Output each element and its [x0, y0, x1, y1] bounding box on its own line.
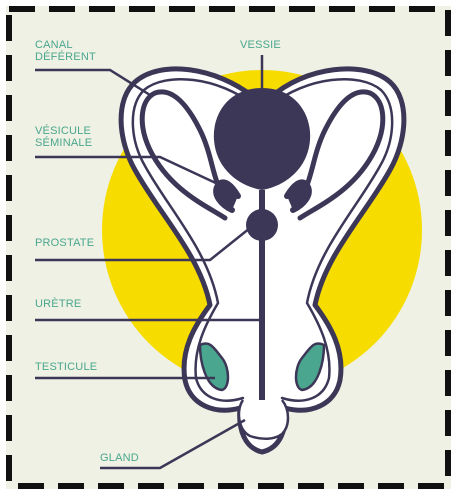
label-gland: GLAND	[100, 452, 139, 464]
label-prostate: PROSTATE	[35, 237, 94, 249]
urethra	[259, 190, 265, 430]
label-canal-deferent: CANAL DÉFÉRENT	[35, 39, 96, 63]
glans	[239, 400, 288, 439]
label-vessie: VESSIE	[240, 39, 281, 51]
label-testicule: TESTICULE	[35, 361, 97, 373]
label-uretre: URÈTRE	[35, 298, 81, 310]
label-vesicule-seminale: VÉSICULE SÉMINALE	[35, 125, 92, 149]
